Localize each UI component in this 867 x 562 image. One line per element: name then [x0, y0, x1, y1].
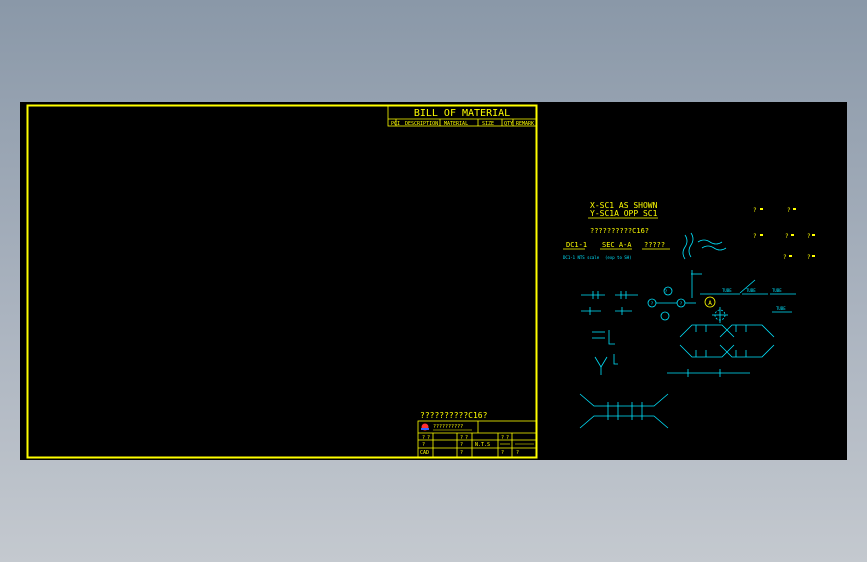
tb-cell: ? [427, 435, 430, 441]
view-caption-2: (exp to SH) [605, 255, 632, 260]
marker-icon: ? [753, 233, 757, 240]
tag-label: TUBE [746, 288, 756, 293]
bom-header-qty: QTY [504, 121, 513, 127]
view-label-sec-a: SEC A-A [602, 241, 632, 249]
tb-scale: N.T.S [475, 442, 490, 448]
note-line1: X-SC1 AS SHOWN [590, 201, 658, 210]
circle-label: ? [680, 301, 683, 306]
tag-label: TUBE [776, 306, 786, 311]
tb-cell: ? [422, 442, 425, 448]
tb-cad: CAD [420, 450, 429, 456]
tb-cell: ? [460, 442, 463, 448]
marker-icon: ? [753, 207, 757, 214]
note-subtitle: ??????????C16? [590, 227, 649, 235]
pipe-details [579, 232, 796, 429]
note-line2: Y-SC1A OPP SC1 [590, 209, 658, 218]
bom-header-remark: REMARK [516, 121, 534, 127]
detail-labels: ? ? ? A TUBE TUBE TUBE TUBE [651, 288, 786, 311]
tb-cell: ? [501, 435, 504, 441]
tag-label: TUBE [722, 288, 732, 293]
section-a-marker-icon [704, 296, 716, 308]
tag-label: TUBE [772, 288, 782, 293]
view-label-dc1: DC1-1 [566, 241, 587, 249]
bom-title: BILL OF MATERIAL [414, 108, 510, 119]
bom-header-material: MATERIAL [444, 121, 468, 127]
marker-icon: ? [807, 254, 811, 261]
marker-icon: ? [783, 254, 787, 261]
view-label-3: ????? [644, 241, 665, 249]
cad-drawing-canvas[interactable]: BILL OF MATERIAL PCI DESCRIPTION MATERIA… [20, 102, 847, 460]
company-logo-bar-icon [421, 428, 429, 430]
bom-header-pci: PCI [391, 121, 400, 127]
company-line: ?????????? [433, 424, 463, 430]
marker-icon: ? [787, 207, 791, 214]
drawing-svg: BILL OF MATERIAL PCI DESCRIPTION MATERIA… [26, 104, 815, 459]
tb-cell: ? [506, 435, 509, 441]
tb-cell: ? [460, 435, 463, 441]
view-caption-1: DC1-1 NTS scale [563, 255, 600, 260]
tb-cell: ? [422, 435, 425, 441]
section-a-label: A [708, 300, 712, 307]
sheet-frame [26, 104, 538, 459]
tb-cell: ? [501, 450, 504, 456]
tb-cell: ? [465, 435, 468, 441]
bom-header-description: DESCRIPTION [405, 121, 438, 127]
weld-markers: ? ? ? ? ? ? ? [753, 207, 815, 261]
drawing-title: ??????????C16? [420, 411, 488, 420]
circle-label: ? [665, 289, 668, 294]
bom-header-size: SIZE [482, 121, 494, 127]
title-block: ??????????C16? ?????????? ? ? ? ? ? ? ? … [417, 411, 538, 459]
circle-label: ? [651, 301, 654, 306]
drawing-notes: X-SC1 AS SHOWN Y-SC1A OPP SC1 ??????????… [563, 201, 670, 260]
bill-of-material: BILL OF MATERIAL PCI DESCRIPTION MATERIA… [387, 104, 538, 127]
marker-icon: ? [785, 233, 789, 240]
tb-cell: ? [460, 450, 463, 456]
tb-cell: ? [516, 450, 519, 456]
marker-icon: ? [807, 233, 811, 240]
